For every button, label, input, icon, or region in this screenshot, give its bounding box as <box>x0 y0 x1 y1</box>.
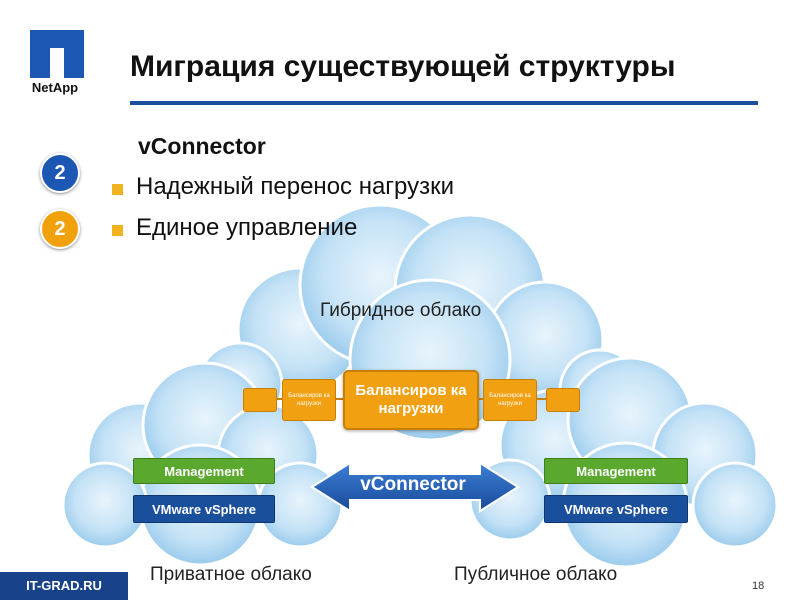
title-underline <box>130 101 758 105</box>
public-cloud-label: Публичное облако <box>454 564 618 585</box>
step-badge-blue: 2 <box>40 153 80 193</box>
page-title: Миграция существующей структуры <box>130 50 676 83</box>
bullet-marker-icon <box>112 225 123 236</box>
load-balancer-small-left: Балансиров ка нагрузки <box>282 379 336 421</box>
connector-line <box>475 398 483 400</box>
connector-line <box>335 398 343 400</box>
load-balancer-small-right: Балансиров ка нагрузки <box>483 379 537 421</box>
private-cloud-label: Приватное облако <box>150 564 312 585</box>
management-box-private: Management <box>133 458 275 484</box>
hybrid-cloud-label: Гибридное облако <box>320 300 482 321</box>
connector-line <box>536 398 546 400</box>
vconnector-label: vConnector <box>360 474 466 495</box>
netapp-logo-icon <box>30 30 84 78</box>
load-balancer-stub-left <box>243 388 277 412</box>
bullet-marker-icon <box>112 184 123 195</box>
page-number: 18 <box>752 580 765 592</box>
vsphere-box-public: VMware vSphere <box>544 495 688 523</box>
bullet-item: Единое управление <box>136 214 358 241</box>
section-subtitle: vConnector <box>138 133 266 159</box>
bullet-item: Надежный перенос нагрузки <box>136 173 455 200</box>
logo-text: NetApp <box>31 80 79 95</box>
footer-brand-bar <box>0 572 128 600</box>
step-badge-orange: 2 <box>40 209 80 249</box>
load-balancer-main: Балансиров ка нагрузки <box>343 370 479 430</box>
vsphere-box-private: VMware vSphere <box>133 495 275 523</box>
vconnector-arrow <box>310 461 520 513</box>
management-box-public: Management <box>544 458 688 484</box>
footer-brand-text: IT-GRAD.RU <box>26 578 102 593</box>
connector-line <box>275 398 282 400</box>
load-balancer-stub-right <box>546 388 580 412</box>
